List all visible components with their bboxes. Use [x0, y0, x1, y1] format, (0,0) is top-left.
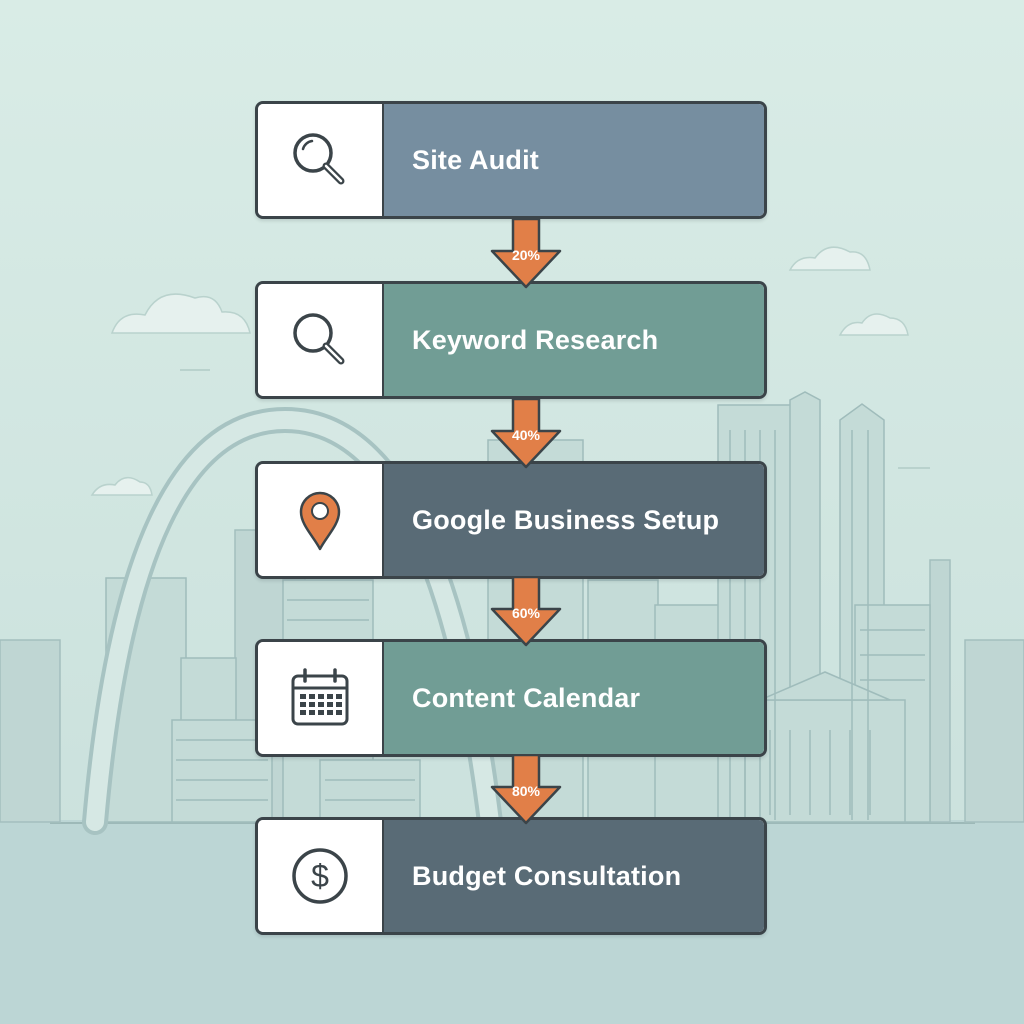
step-icon-cell — [258, 642, 384, 754]
connector-percent-label: 40% — [511, 427, 541, 443]
step-label: Keyword Research — [384, 284, 764, 396]
step-budget-consultation[interactable]: $ Budget Consultation — [255, 817, 767, 935]
cloud-icon — [90, 246, 909, 496]
step-site-audit[interactable]: Site Audit — [255, 101, 767, 219]
step-label: Budget Consultation — [384, 820, 764, 932]
step-icon-cell: $ — [258, 820, 384, 932]
step-label: Google Business Setup — [384, 464, 764, 576]
connector-percent-label: 20% — [511, 247, 541, 263]
down-arrow-icon — [490, 577, 562, 647]
step-content-calendar[interactable]: Content Calendar — [255, 639, 767, 757]
map-pin-icon — [299, 491, 341, 551]
magnifier-icon — [293, 133, 345, 185]
arch-landmark — [82, 406, 503, 835]
step-label: Site Audit — [384, 104, 764, 216]
step-icon-cell — [258, 284, 384, 396]
down-arrow-icon — [490, 399, 562, 469]
step-keyword-research[interactable]: Keyword Research — [255, 281, 767, 399]
step-label: Content Calendar — [384, 642, 764, 754]
down-arrow-icon — [490, 219, 562, 289]
connector-percent-label: 60% — [511, 605, 541, 621]
svg-text:$: $ — [311, 858, 329, 894]
down-arrow-icon — [490, 755, 562, 825]
step-icon-cell — [258, 464, 384, 576]
step-icon-cell — [258, 104, 384, 216]
magnifier-icon — [293, 313, 345, 365]
connector-percent-label: 80% — [511, 783, 541, 799]
dollar-icon: $ — [292, 848, 348, 904]
calendar-icon — [291, 668, 349, 726]
step-google-business-setup[interactable]: Google Business Setup — [255, 461, 767, 579]
